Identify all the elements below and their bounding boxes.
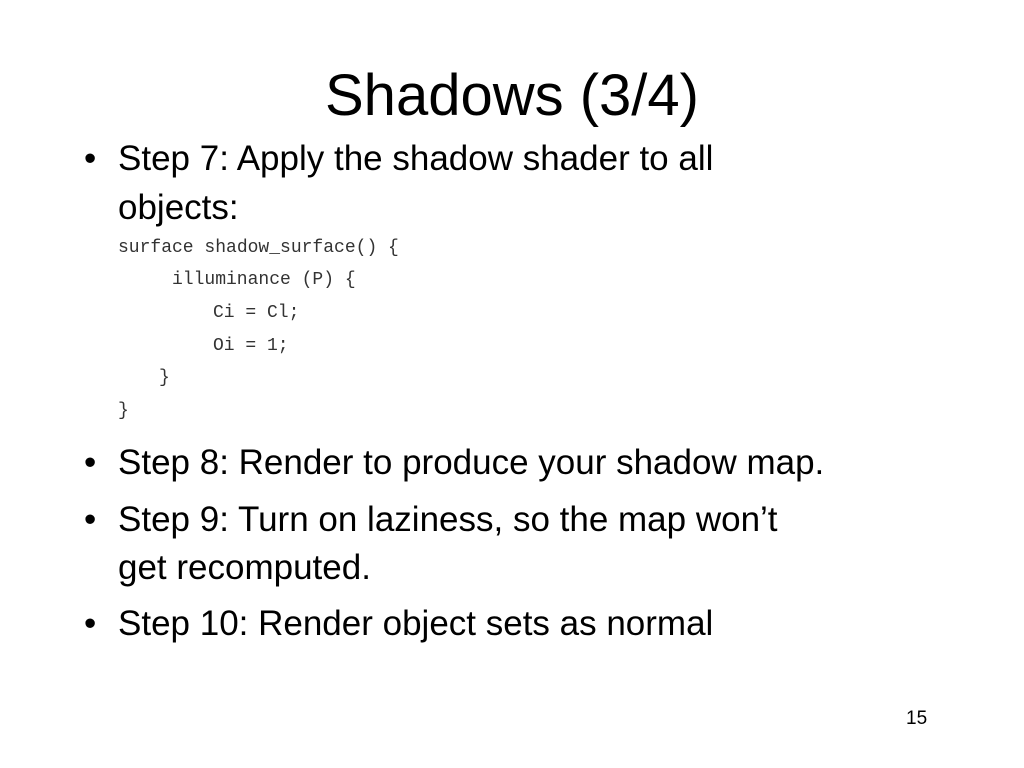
code-line: } xyxy=(118,401,129,421)
bullet-text-line: Step 7: Apply the shadow shader to all xyxy=(118,139,714,178)
code-line: illuminance (P) { xyxy=(172,270,356,290)
bullet-dot: • xyxy=(84,443,97,482)
code-line: } xyxy=(159,368,170,388)
bullet-dot: • xyxy=(84,604,97,643)
code-line: surface shadow_surface() { xyxy=(118,238,399,258)
code-line: Ci = Cl; xyxy=(213,303,300,323)
bullet-text-line: get recomputed. xyxy=(118,548,371,587)
bullet-text-line: Step 9: Turn on laziness, so the map won… xyxy=(118,500,778,539)
code-line: Oi = 1; xyxy=(213,336,289,356)
bullet-text-line: objects: xyxy=(118,188,239,227)
bullet-dot: • xyxy=(84,139,97,178)
bullet-dot: • xyxy=(84,500,97,539)
bullet-text-line: Step 10: Render object sets as normal xyxy=(118,604,714,643)
bullet-text-line: Step 8: Render to produce your shadow ma… xyxy=(118,443,825,482)
slide-title: Shadows (3/4) xyxy=(325,63,699,128)
page-number: 15 xyxy=(906,708,928,729)
